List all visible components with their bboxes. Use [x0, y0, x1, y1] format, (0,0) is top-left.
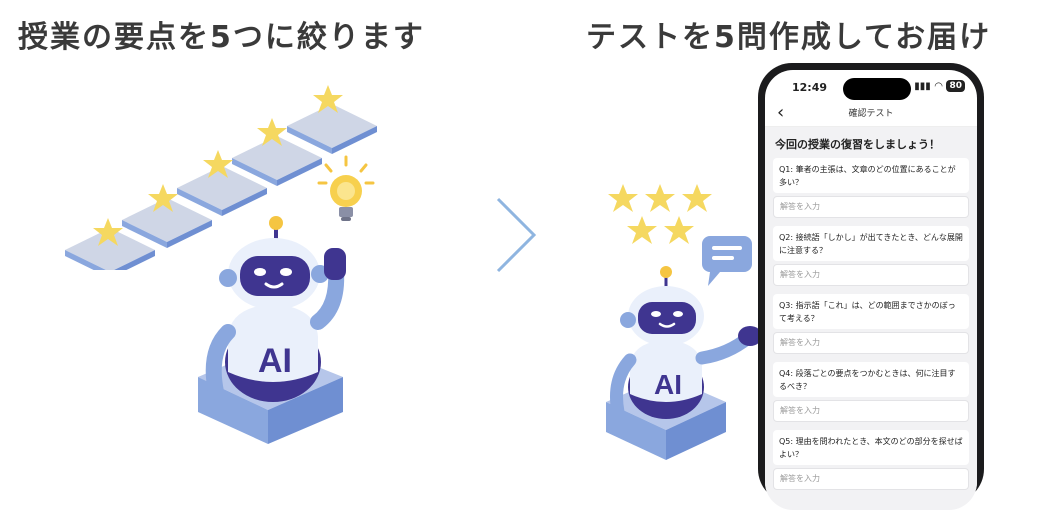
star-icon [313, 85, 343, 113]
back-chevron-icon[interactable]: ‹ [777, 102, 785, 123]
robot-right-illustration: AI [606, 266, 762, 460]
answer-input-4[interactable]: 解答を入力 [773, 400, 969, 422]
star-icon [664, 216, 694, 244]
robot-left-illustration: AI [198, 216, 346, 444]
question-1: Q1: 筆者の主張は、文章のどの位置にあることが多い？ [773, 158, 969, 193]
answer-input-3[interactable]: 解答を入力 [773, 332, 969, 354]
star-icon [627, 216, 657, 244]
star-icon [257, 118, 287, 146]
quiz-content: 今回の授業の復習をしましょう！ Q1: 筆者の主張は、文章のどの位置にあることが… [765, 127, 977, 510]
question-2: Q2: 接続語「しかし」が出てきたとき、どんな展開に注意する？ [773, 226, 969, 261]
robot-chest-label: AI [258, 342, 292, 380]
left-heading: 授業の要点を5つに絞ります [18, 20, 425, 55]
light-bulb-icon [317, 155, 375, 221]
staircase-illustration [65, 85, 377, 270]
signal-icon: ▮▮▮ [914, 80, 931, 92]
step-1 [65, 228, 155, 270]
step-5 [287, 104, 377, 154]
question-3: Q3: 指示語「これ」は、どの範囲までさかのぼって考える？ [773, 294, 969, 329]
battery-icon: 80 [946, 80, 965, 92]
step-2 [122, 198, 212, 248]
step-3 [177, 166, 267, 216]
phone-mockup: 12:49 ▮▮▮ ◠ 80 ‹ 確認テスト 今回の授業の復習をしましょう！ Q… [758, 63, 984, 510]
nav-title: 確認テスト [848, 109, 894, 119]
status-bar: 12:49 ▮▮▮ ◠ 80 [765, 70, 977, 100]
chevron-right-icon [496, 197, 537, 273]
answer-input-5[interactable]: 解答を入力 [773, 468, 969, 490]
question-5: Q5: 理由を問われたとき、本文のどの部分を探せばよい？ [773, 430, 969, 465]
step-4 [232, 136, 322, 186]
speech-bubble-icon [702, 236, 752, 286]
nav-bar: ‹ 確認テスト [765, 100, 977, 127]
star-icon [645, 184, 675, 212]
star-icons [93, 85, 343, 246]
star-icon [682, 184, 712, 212]
star-icon [93, 218, 123, 246]
question-4: Q4: 段落ごとの要点をつかむときは、何に注目するべき？ [773, 362, 969, 397]
answer-input-1[interactable]: 解答を入力 [773, 196, 969, 218]
wifi-icon: ◠ [934, 80, 943, 92]
star-icon [203, 150, 233, 178]
right-heading: テストを5問作成してお届け [586, 20, 992, 55]
robot-chest-label: AI [654, 369, 682, 400]
phone-screen: 12:49 ▮▮▮ ◠ 80 ‹ 確認テスト 今回の授業の復習をしましょう！ Q… [765, 70, 977, 510]
dynamic-island [843, 78, 911, 100]
intro-text: 今回の授業の復習をしましょう！ [775, 138, 940, 151]
status-time: 12:49 [792, 81, 828, 94]
star-icon [148, 184, 178, 212]
rating-stars [608, 184, 712, 244]
answer-input-2[interactable]: 解答を入力 [773, 264, 969, 286]
star-icon [608, 184, 638, 212]
